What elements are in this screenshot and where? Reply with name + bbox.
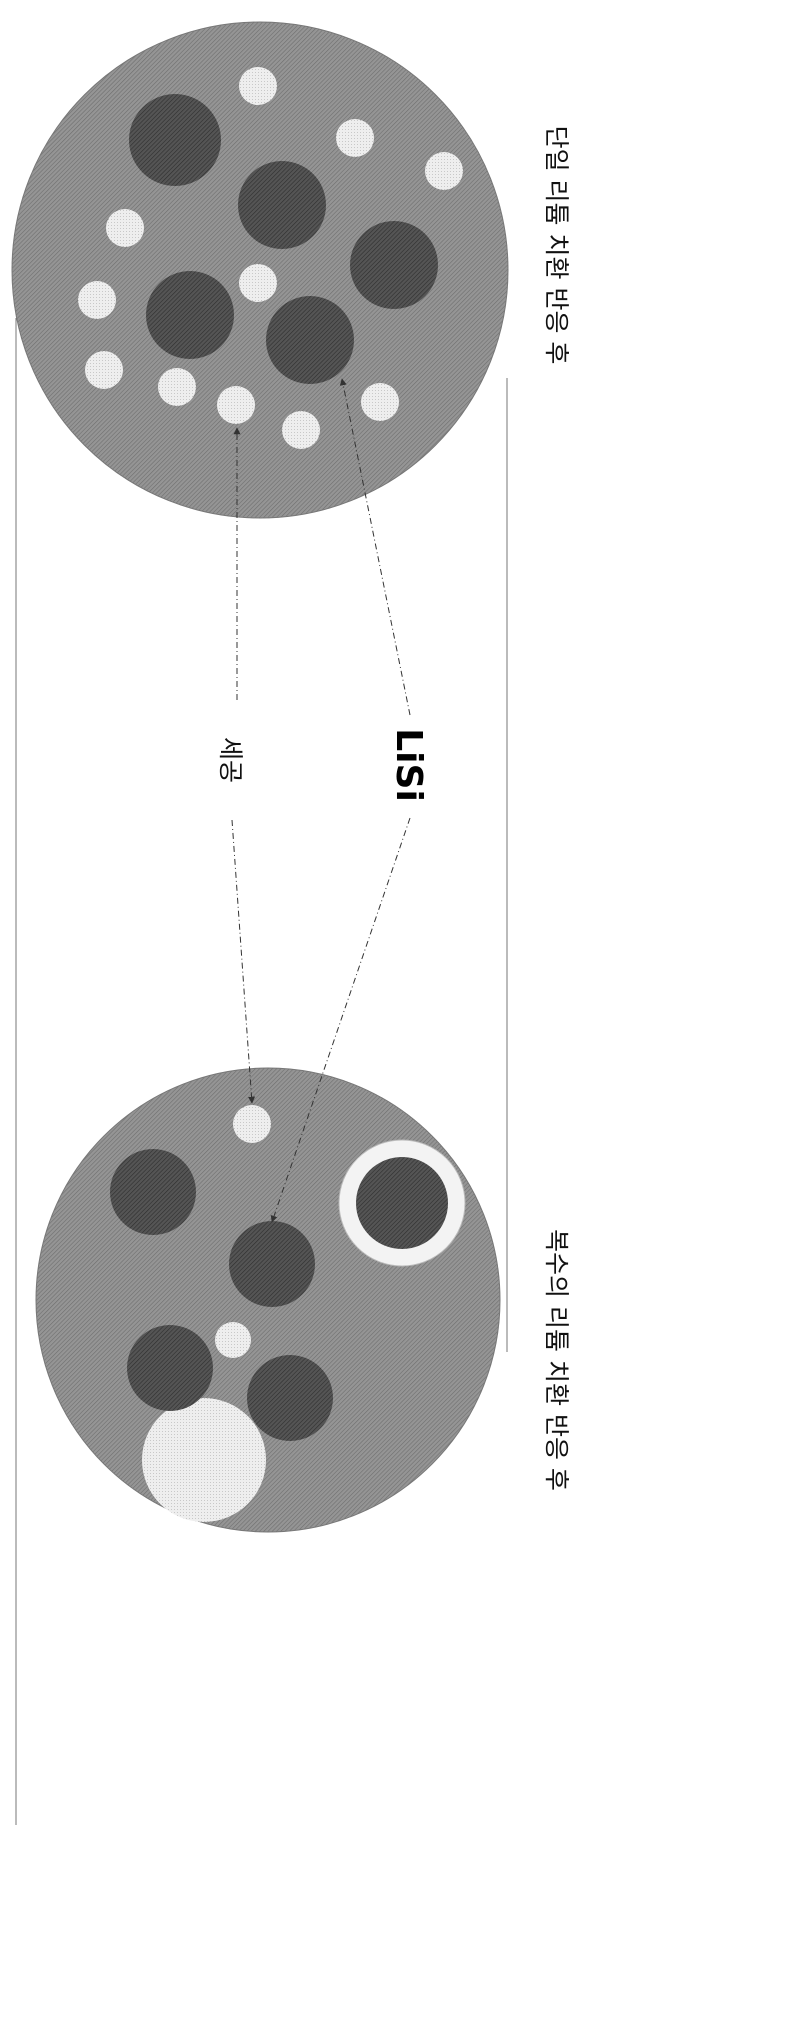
lisi-particle	[229, 1221, 315, 1307]
lisi-particle	[238, 161, 326, 249]
pore	[78, 281, 116, 319]
lisi-particle	[350, 221, 438, 309]
label-lisi: LiSi	[388, 728, 429, 802]
particle-single-substitution	[12, 22, 508, 518]
pore	[217, 386, 255, 424]
label-after-multiple-substitution: 복수의 리튬 치환 반응 후	[542, 1229, 571, 1491]
pore	[336, 119, 374, 157]
pore	[282, 411, 320, 449]
label-after-single-substitution: 단일 리튬 치환 반응 후	[542, 126, 571, 365]
lisi-particle	[247, 1355, 333, 1441]
pore	[239, 264, 277, 302]
pore	[239, 67, 277, 105]
pore	[425, 152, 463, 190]
pore	[85, 351, 123, 389]
particle-multiple-substitution	[36, 1068, 500, 1532]
large-pore	[142, 1398, 266, 1522]
lisi-particle	[127, 1325, 213, 1411]
lisi-particle	[266, 296, 354, 384]
lisi-particle	[110, 1149, 196, 1235]
lisi-particle	[146, 271, 234, 359]
pore	[215, 1322, 251, 1358]
pore	[361, 383, 399, 421]
pore-leader-bottom	[232, 820, 252, 1103]
lisi-particle	[129, 94, 221, 186]
label-pore: 세공	[216, 737, 245, 783]
pore	[233, 1105, 271, 1143]
lisi-core	[356, 1157, 448, 1249]
pore	[106, 209, 144, 247]
pore	[158, 368, 196, 406]
